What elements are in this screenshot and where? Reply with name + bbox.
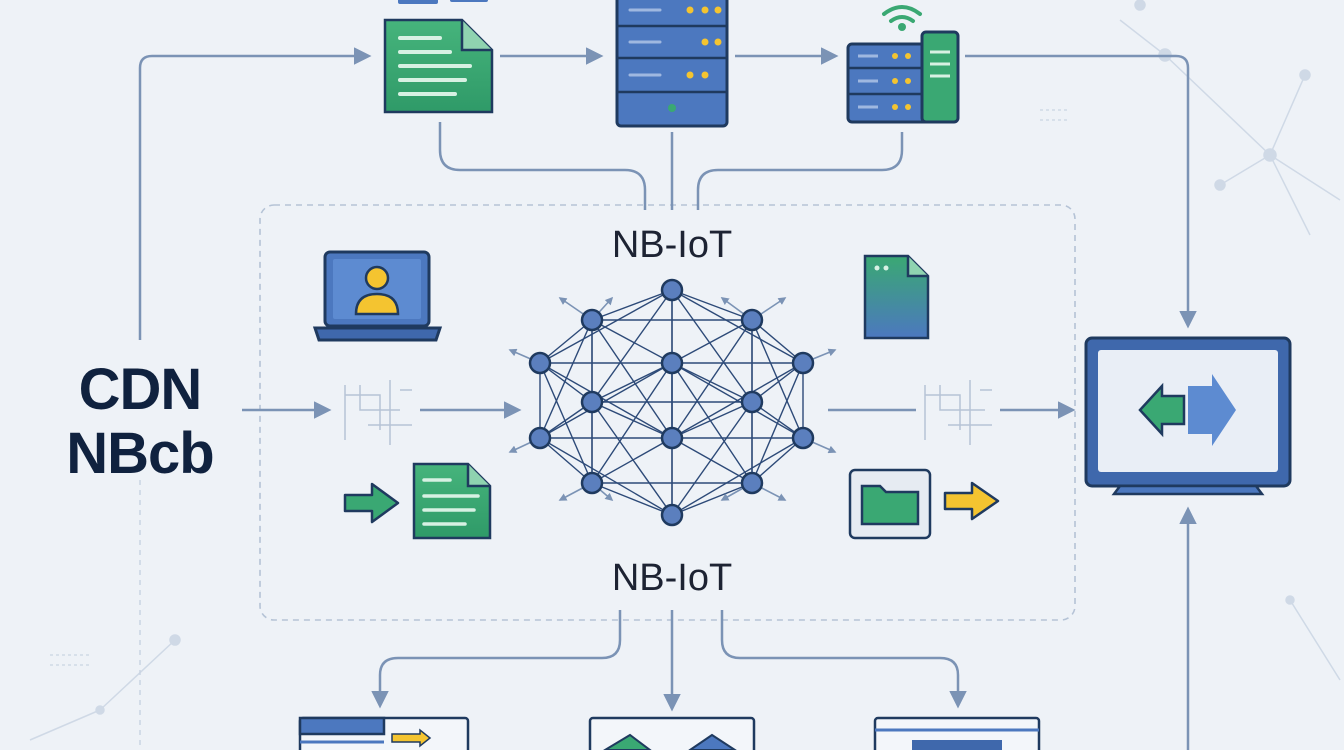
mesh-node [660,278,684,302]
mesh-edge [539,319,593,439]
bottom-window-icon-right [873,716,1041,750]
nbiot-label-top: NB-IoT [611,224,733,266]
mesh-edge [591,319,673,439]
mesh-node [580,308,604,332]
mesh-edge [591,289,673,403]
background-network-decoration [29,0,1341,741]
cdn-title-line2: NBcb [66,421,214,486]
mesh-edge [671,289,804,364]
mesh-edge [539,362,673,439]
laptop-user-icon [312,250,443,342]
mesh-edge [591,319,673,364]
mesh-edge [591,401,673,439]
mesh-edge [671,289,753,403]
mesh-edge [591,362,673,484]
mesh-node [580,471,604,495]
mesh-edge [671,319,753,364]
mesh-edge [671,401,753,516]
server-rack-icon [615,0,729,128]
mesh-edge [539,437,673,516]
mesh-edge [591,401,673,516]
bottom-panel-icon-center [588,716,756,750]
mesh-edge [591,289,673,321]
network-mesh-icon [508,278,837,527]
nbiot-label-bottom: NB-IoT [611,557,733,599]
document-icon-top [383,0,494,114]
mesh-node [740,471,764,495]
mesh-edge [671,437,753,484]
mesh-edge [751,362,804,484]
mesh-node [791,426,815,450]
mesh-node [660,503,684,527]
mesh-node [528,351,552,375]
mesh-edge [591,362,673,403]
cdn-title: CDN NBcb [40,358,240,486]
mesh-node [660,351,684,375]
mesh-edge [751,319,804,439]
circuit-glyph-right [924,380,992,445]
mesh-edge [671,482,753,516]
mesh-node [740,308,764,332]
mesh-node [580,390,604,414]
arrow-right-icon-yellow [943,481,1000,521]
document-icon-middle [412,462,492,540]
mesh-edge [671,437,804,516]
mesh-edge [671,289,753,321]
bottom-browser-icon-left [298,716,470,750]
connector-lines [138,47,1197,750]
mesh-edge [591,437,673,484]
cdn-title-line1: CDN [78,357,203,422]
mesh-node [528,426,552,450]
mesh-edge [671,401,753,439]
monitor-icon [1084,336,1292,496]
mesh-node [660,426,684,450]
wifi-server-icon [846,5,960,124]
circuit-glyph-left [344,380,412,445]
mesh-edge [671,362,753,484]
folder-icon [848,468,932,540]
mesh-edge [671,362,804,439]
mesh-edge [671,362,753,403]
mesh-node [740,390,764,414]
mesh-edge [539,289,673,364]
mesh-edge [671,319,753,439]
mesh-edge [539,437,593,484]
mesh-edge [591,482,673,516]
mesh-node [791,351,815,375]
mesh-edge [751,437,804,484]
file-icon [863,254,930,340]
arrow-right-icon-green [343,482,400,524]
